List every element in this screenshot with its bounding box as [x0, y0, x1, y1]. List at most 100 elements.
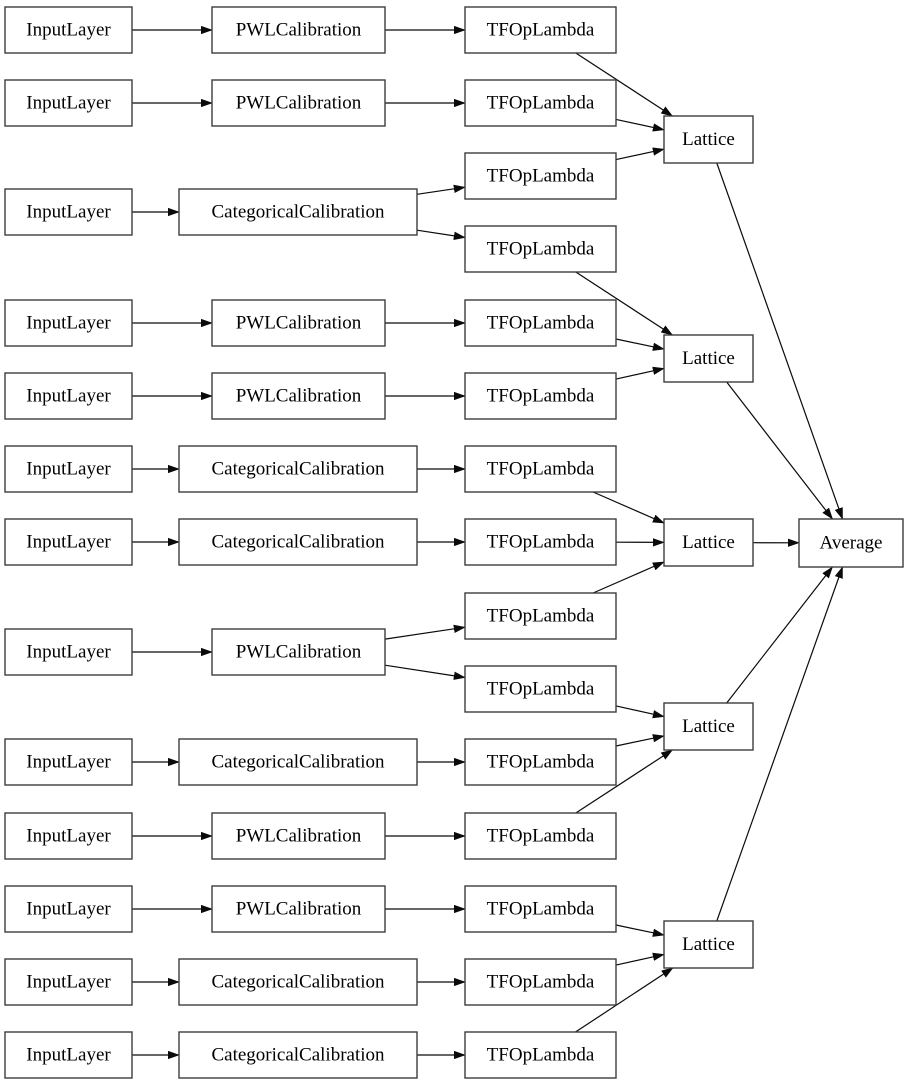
lambda-2-label: TFOpLambda	[487, 93, 595, 114]
input-1-label: InputLayer	[26, 20, 111, 41]
cat-5-label: CategoricalCalibration	[211, 972, 385, 993]
lambda-7-label: TFOpLambda	[487, 459, 595, 480]
edge-lambda-2-to-lattice-1	[615, 118, 665, 132]
node-input-3: InputLayer	[4, 188, 133, 236]
lambda-5-label: TFOpLambda	[487, 313, 595, 334]
edge-cat-1-to-lambda-3	[416, 184, 466, 195]
node-lambda-12: TFOpLambda	[464, 812, 617, 860]
node-input-2: InputLayer	[4, 79, 133, 127]
node-lambda-10: TFOpLambda	[464, 665, 617, 713]
node-input-9: InputLayer	[4, 738, 133, 786]
lambda-4-label: TFOpLambda	[487, 239, 595, 260]
input-8-label: InputLayer	[26, 642, 111, 663]
lambda-7-box	[464, 445, 617, 493]
edge-lambda-10-to-lattice-4	[615, 705, 665, 719]
pwl-2-box	[211, 79, 386, 127]
node-pwl-2: PWLCalibration	[211, 79, 386, 127]
input-3-box	[4, 188, 133, 236]
lambda-3-box	[464, 152, 617, 200]
cat-6-box	[178, 1031, 418, 1079]
lambda-3-label: TFOpLambda	[487, 166, 595, 187]
lambda-10-label: TFOpLambda	[487, 679, 595, 700]
lattice-1-label: Lattice	[682, 129, 735, 150]
input-5-box	[4, 372, 133, 420]
node-lambda-14: TFOpLambda	[464, 958, 617, 1006]
lambda-11-label: TFOpLambda	[487, 752, 595, 773]
cat-1-label: CategoricalCalibration	[211, 202, 385, 223]
input-13-box	[4, 1031, 133, 1079]
edge-lattice-2-to-average	[726, 381, 834, 520]
node-cat-3: CategoricalCalibration	[178, 518, 418, 566]
lattice-5-box	[663, 920, 754, 969]
lattice-4-box	[663, 702, 754, 751]
node-lambda-3: TFOpLambda	[464, 152, 617, 200]
pwl-6-box	[211, 812, 386, 860]
node-cat-6: CategoricalCalibration	[178, 1031, 418, 1079]
lambda-8-box	[464, 518, 617, 566]
lambda-14-label: TFOpLambda	[487, 972, 595, 993]
edge-lambda-9-to-lattice-3	[592, 561, 665, 594]
edge-lattice-1-to-average	[716, 162, 844, 520]
edge-lambda-3-to-lattice-1	[615, 147, 665, 161]
cat-2-label: CategoricalCalibration	[211, 459, 385, 480]
edges-layer	[132, 25, 844, 1060]
lambda-12-box	[464, 812, 617, 860]
node-lambda-4: TFOpLambda	[464, 225, 617, 273]
node-average: Average	[798, 518, 904, 568]
node-cat-2: CategoricalCalibration	[178, 445, 418, 493]
pwl-2-label: PWLCalibration	[236, 93, 362, 114]
lattice-4-label: Lattice	[682, 716, 735, 737]
node-lambda-15: TFOpLambda	[464, 1031, 617, 1079]
cat-6-label: CategoricalCalibration	[211, 1045, 385, 1066]
lambda-13-label: TFOpLambda	[487, 899, 595, 920]
lambda-10-box	[464, 665, 617, 713]
node-lambda-9: TFOpLambda	[464, 592, 617, 640]
input-4-label: InputLayer	[26, 313, 111, 334]
input-12-box	[4, 958, 133, 1006]
cat-3-label: CategoricalCalibration	[211, 532, 385, 553]
lambda-6-label: TFOpLambda	[487, 386, 595, 407]
node-cat-4: CategoricalCalibration	[178, 738, 418, 786]
node-pwl-6: PWLCalibration	[211, 812, 386, 860]
node-lattice-2: Lattice	[663, 334, 754, 383]
edge-lambda-6-to-lattice-2	[615, 366, 665, 380]
pwl-4-box	[211, 372, 386, 420]
input-2-box	[4, 79, 133, 127]
input-3-label: InputLayer	[26, 202, 111, 223]
node-pwl-5: PWLCalibration	[211, 628, 386, 676]
lambda-5-box	[464, 299, 617, 347]
node-input-6: InputLayer	[4, 445, 133, 493]
edge-lambda-1-to-lattice-1	[575, 52, 674, 117]
average-box	[798, 518, 904, 568]
node-lambda-2: TFOpLambda	[464, 79, 617, 127]
lambda-9-label: TFOpLambda	[487, 606, 595, 627]
lattice-3-label: Lattice	[682, 532, 735, 553]
input-9-label: InputLayer	[26, 752, 111, 773]
lambda-8-label: TFOpLambda	[487, 532, 595, 553]
input-4-box	[4, 299, 133, 347]
node-input-12: InputLayer	[4, 958, 133, 1006]
node-cat-1: CategoricalCalibration	[178, 188, 418, 236]
input-5-label: InputLayer	[26, 386, 111, 407]
node-input-1: InputLayer	[4, 6, 133, 54]
lambda-13-box	[464, 885, 617, 933]
node-lambda-8: TFOpLambda	[464, 518, 617, 566]
input-9-box	[4, 738, 133, 786]
lambda-1-box	[464, 6, 617, 54]
input-2-label: InputLayer	[26, 93, 111, 114]
edge-lambda-7-to-lattice-3	[592, 491, 665, 524]
pwl-7-label: PWLCalibration	[236, 899, 362, 920]
lambda-4-box	[464, 225, 617, 273]
node-input-5: InputLayer	[4, 372, 133, 420]
lattice-3-box	[663, 518, 754, 567]
node-input-13: InputLayer	[4, 1031, 133, 1079]
lambda-14-box	[464, 958, 617, 1006]
pwl-1-box	[211, 6, 386, 54]
node-input-7: InputLayer	[4, 518, 133, 566]
node-lattice-4: Lattice	[663, 702, 754, 751]
input-6-box	[4, 445, 133, 493]
lambda-9-box	[464, 592, 617, 640]
input-10-box	[4, 812, 133, 860]
